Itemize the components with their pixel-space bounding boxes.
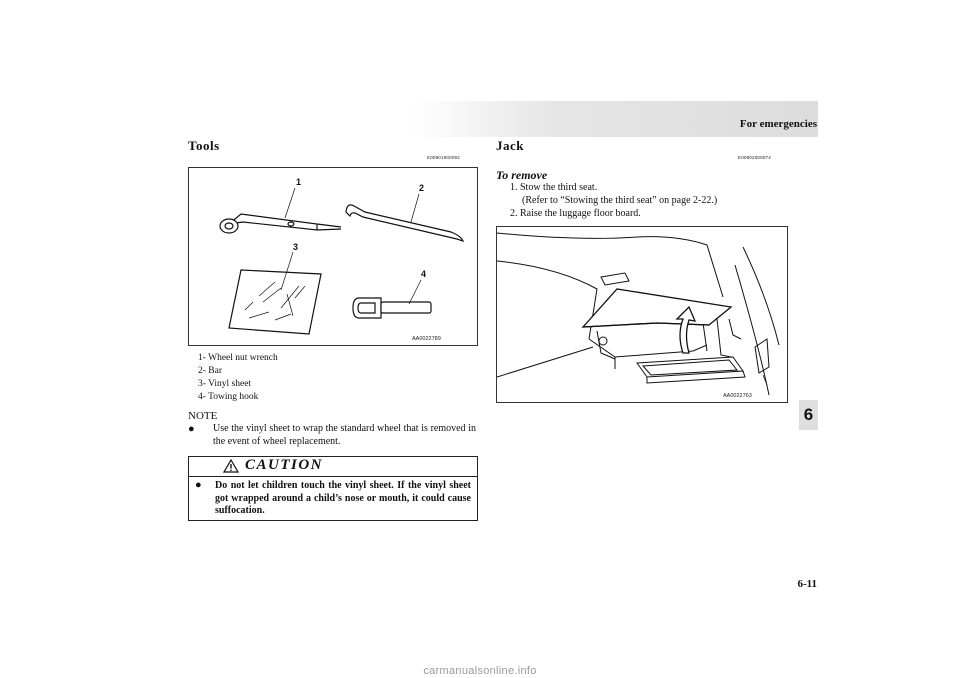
legend-item: 4- Towing hook [198,392,259,402]
note-text: Use the vinyl sheet to wrap the standard… [213,423,476,447]
jack-figure: AA0022763 [496,226,788,403]
bar-drawing [345,204,465,242]
tools-figure-id: AA0022789 [412,336,441,342]
legend-item: 3- Vinyl sheet [198,379,252,389]
tools-legend: 1- Wheel nut wrench 2- Bar 3- Vinyl shee… [198,352,278,404]
jack-title: Jack [496,138,524,153]
towing-hook-drawing [352,297,432,319]
callout-3: 3 [293,242,299,252]
running-header: For emergencies [739,118,817,130]
callout-2: 2 [419,183,425,193]
caution-title: CAUTION [245,457,324,473]
chapter-tab: 6 [799,400,818,430]
callout-4: 4 [421,269,427,279]
step-1: 1. Stow the third seat. [510,182,598,193]
legend-item: 2- Bar [198,366,223,376]
jack-section-code: E00802000074 [738,155,771,160]
jack-figure-id: AA0022763 [723,393,752,399]
caution-box: CAUTION ● Do not let children touch the … [188,456,478,521]
note-bullet: ● [188,423,195,435]
tools-title: Tools [188,138,220,153]
caution-bullet: ● [195,479,202,491]
header-band [410,101,818,137]
legend-item: 1- Wheel nut wrench [198,353,278,363]
vinyl-sheet-drawing [228,269,322,335]
step-1-reference: (Refer to “Stowing the third seat” on pa… [522,195,718,206]
page-number: 6-11 [797,578,817,590]
watermark: carmanualsonline.info [423,665,537,677]
luggage-floor-illustration [496,232,780,396]
caution-header: CAUTION [189,457,477,477]
tools-figure: 1 2 3 4 AA0022789 [188,167,478,346]
callout-1: 1 [296,177,302,187]
step-2: 2. Raise the luggage floor board. [510,208,641,219]
wheel-nut-wrench-drawing [219,213,342,234]
caution-text: Do not let children touch the vinyl shee… [215,480,471,516]
lift-arrow [675,305,697,354]
floor-board [581,288,733,328]
note-label: NOTE [188,410,218,422]
tools-illustration [219,187,465,335]
tools-section-code: E00801900092 [427,155,460,160]
to-remove-subtitle: To remove [496,168,548,182]
warning-triangle-icon [223,459,239,473]
